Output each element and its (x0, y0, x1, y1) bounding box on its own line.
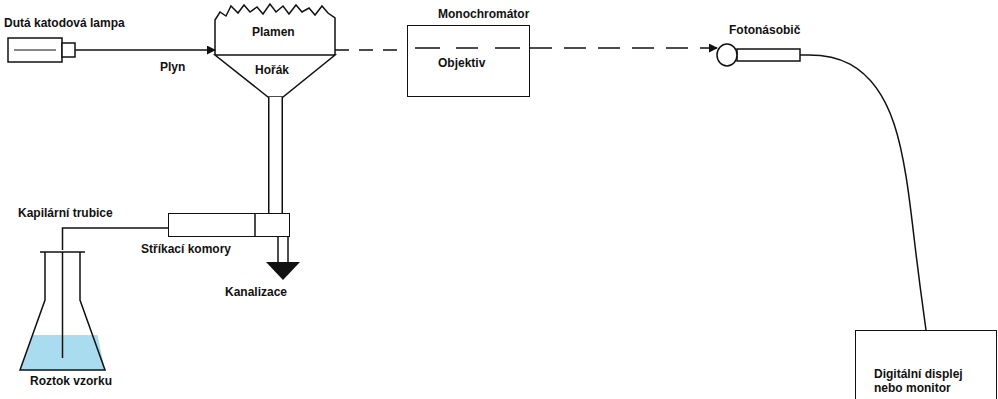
photomultiplier: Fotonásobič (717, 44, 800, 66)
drain-label: Kanalizace (225, 285, 287, 299)
connector (800, 55, 926, 330)
capillary-tube (62, 252, 64, 358)
chamber-divider (254, 213, 256, 237)
capillary-label: Kapilární trubice (18, 206, 113, 220)
burner-tube (268, 97, 283, 213)
node-label: Plamen (252, 25, 295, 39)
node-label: Stříkací komory (141, 242, 231, 256)
beam-dash (495, 47, 520, 49)
flask-outline (20, 252, 105, 370)
display-box: Digitální displej nebo monitor (855, 330, 997, 399)
gas-label: Plyn (160, 60, 185, 74)
node-label: Dutá katodová lampa (4, 16, 125, 30)
burner-funnel (215, 55, 335, 97)
node-label: Digitální displej nebo monitor (874, 367, 984, 395)
hollow-cathode-lamp: Dutá katodová lampa (8, 38, 75, 62)
node-label: Hořák (255, 63, 289, 77)
pmt-window (717, 44, 737, 66)
beam-dash (456, 47, 478, 49)
drain-arrow (266, 262, 300, 280)
connector (530, 47, 717, 49)
monochromator-box: MonochromátorObjektiv (407, 25, 530, 97)
node-label: Roztok vzorku (30, 374, 112, 388)
lamp-body (8, 38, 62, 62)
node-label: Objektiv (438, 56, 485, 70)
node-heading: Monochromátor (438, 7, 529, 21)
sample-flask: Roztok vzorku (20, 250, 105, 370)
burner-tube-bore (270, 97, 282, 213)
flame: Plamen (215, 5, 335, 55)
node-label: Fotonásobič (729, 23, 800, 37)
connector (75, 49, 215, 51)
flame-outline (215, 4, 335, 55)
drain-pipe (277, 237, 279, 262)
drain-pipe (287, 237, 289, 262)
connector (335, 49, 407, 51)
burner: Hořák (215, 55, 335, 97)
pmt-tube (737, 49, 800, 61)
spray-chamber: Stříkací komory (168, 213, 290, 237)
lamp-cathode (14, 50, 56, 51)
beam-dash (415, 47, 440, 49)
lamp-window (62, 43, 75, 57)
